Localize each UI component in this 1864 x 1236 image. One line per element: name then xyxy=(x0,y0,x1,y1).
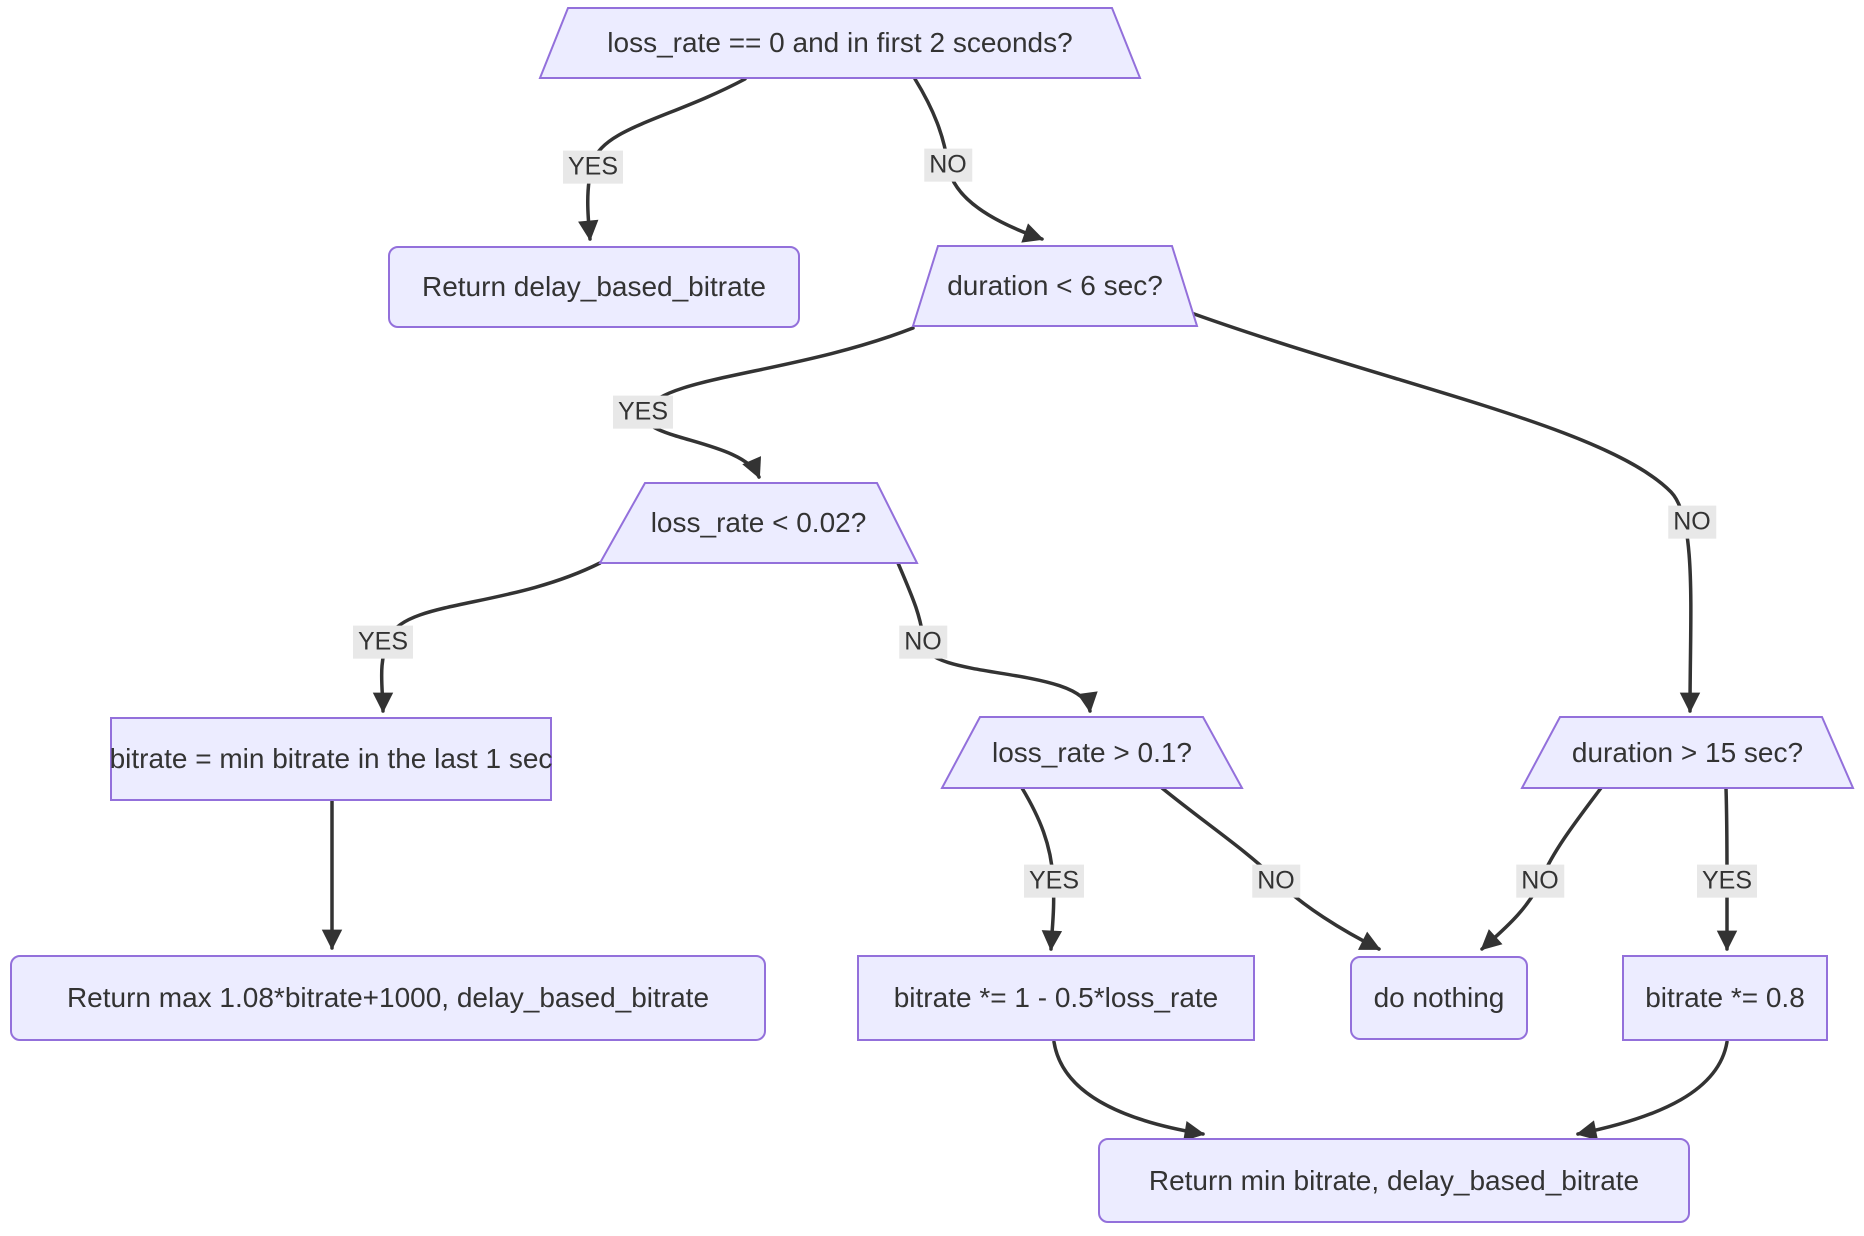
edge-cond_duration6-cond_loss002 xyxy=(642,326,915,479)
node-return-max: Return max 1.08*bitrate+1000, delay_base… xyxy=(10,955,766,1041)
node-do-nothing: do nothing xyxy=(1350,956,1528,1040)
node-set-min-bitrate: bitrate = min bitrate in the last 1 sec xyxy=(110,717,552,801)
edge-label-first2s-yes: YES xyxy=(562,150,624,184)
node-scale-08: bitrate *= 0.8 xyxy=(1622,955,1828,1041)
node-shape-cond-duration6 xyxy=(911,245,1199,327)
edge-label-first2s-no: NO xyxy=(924,148,972,182)
node-scale-loss: bitrate *= 1 - 0.5*loss_rate xyxy=(857,955,1255,1041)
node-shape-cond-loss01 xyxy=(940,716,1244,789)
edge-label-loss01-yes: YES xyxy=(1023,864,1085,898)
edge-scale_08-return_min xyxy=(1575,1040,1729,1141)
edge-cond_duration6-cond_duration15 xyxy=(1181,308,1701,714)
edge-cond_loss002-set_min_bitrate xyxy=(372,561,602,714)
node-return-delay: Return delay_based_bitrate xyxy=(388,246,800,328)
edge-label-duration6-yes: YES xyxy=(612,395,674,429)
edge-scale_loss-return_min xyxy=(1052,1040,1206,1142)
edge-label-duration15-yes: YES xyxy=(1696,864,1758,898)
edge-label-loss002-yes: YES xyxy=(352,625,414,659)
node-shape-cond-duration15 xyxy=(1520,716,1855,789)
edge-label-loss002-no: NO xyxy=(899,625,947,659)
node-return-min: Return min bitrate, delay_based_bitrate xyxy=(1098,1138,1690,1223)
edge-label-duration15-no: NO xyxy=(1516,864,1564,898)
node-shape-cond-first2s xyxy=(538,7,1142,79)
node-shape-cond-loss002 xyxy=(598,482,919,564)
edge-label-duration6-no: NO xyxy=(1668,505,1716,539)
edge-label-loss01-no: NO xyxy=(1252,864,1300,898)
